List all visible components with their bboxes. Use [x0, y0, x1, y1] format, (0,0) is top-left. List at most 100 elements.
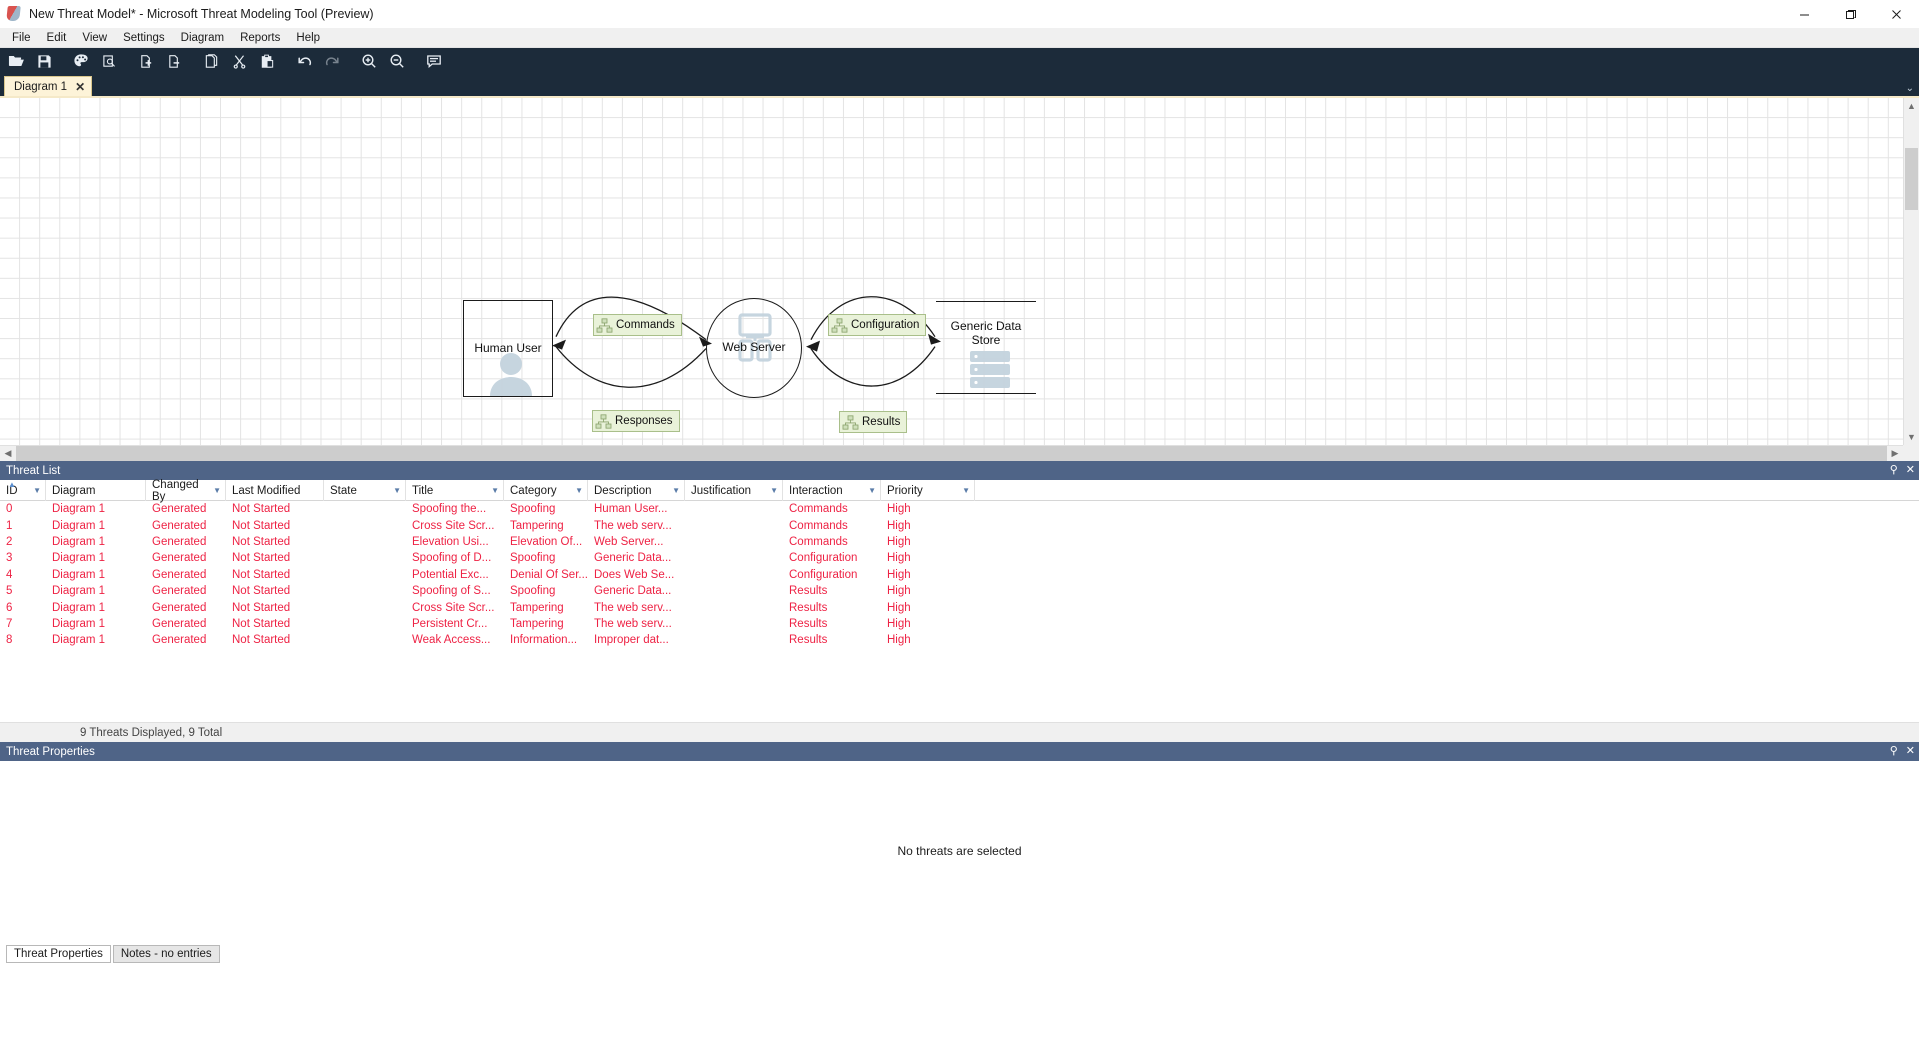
menu-settings[interactable]: Settings: [123, 31, 165, 44]
table-cell-title: Elevation Usi...: [412, 535, 489, 548]
menu-reports[interactable]: Reports: [240, 31, 281, 44]
threat-list-column-header-justification[interactable]: Justification▼: [685, 480, 783, 501]
menu-view[interactable]: View: [82, 31, 108, 44]
table-cell-last_modified: Not Started: [232, 568, 291, 581]
zoom-in-icon[interactable]: [355, 49, 383, 73]
filter-dropdown-icon[interactable]: ▼: [213, 486, 221, 495]
close-icon[interactable]: ✕: [1905, 745, 1915, 757]
save-icon[interactable]: [30, 49, 58, 73]
table-cell-id: 4: [6, 568, 13, 581]
close-button[interactable]: [1873, 0, 1919, 28]
threat-list-column-header-category[interactable]: Category▼: [504, 480, 588, 501]
diagram-node-web-server[interactable]: Web Server: [706, 298, 802, 398]
table-cell-last_modified: Not Started: [232, 535, 291, 548]
filter-dropdown-icon[interactable]: ▼: [33, 486, 41, 495]
zoom-out-icon[interactable]: [383, 49, 411, 73]
tab-label: Diagram 1: [14, 80, 68, 93]
analysis-view-icon[interactable]: [95, 49, 123, 73]
table-cell-last_modified: Not Started: [232, 634, 291, 647]
flow-label-results[interactable]: Results: [839, 411, 908, 433]
filter-dropdown-icon[interactable]: ▼: [393, 486, 401, 495]
add-diagram-icon[interactable]: [132, 49, 160, 73]
table-cell-priority: High: [887, 503, 911, 516]
threat-list-column-header-title[interactable]: Title▼: [406, 480, 504, 501]
diagram-node-generic-data-store[interactable]: Generic Data Store: [936, 301, 1036, 394]
toolbar-separator-5: [346, 49, 355, 73]
pin-icon[interactable]: ⚲: [1889, 745, 1898, 757]
table-cell-description: The web serv...: [594, 601, 672, 614]
threat-list-column-header-diagram[interactable]: Diagram: [46, 480, 146, 501]
column-header-label: Diagram: [52, 484, 96, 497]
column-header-label: Priority: [887, 484, 923, 497]
copy-icon[interactable]: [197, 49, 225, 73]
table-cell-title: Potential Exc...: [412, 568, 489, 581]
threat-list-column-header-id[interactable]: ▲ID▼: [0, 480, 46, 501]
threat-list-column-header-priority[interactable]: Priority ▼: [881, 480, 975, 501]
menu-file[interactable]: File: [12, 31, 31, 44]
redo-icon[interactable]: [318, 49, 346, 73]
threat-list-column-header-description[interactable]: Description▼: [588, 480, 685, 501]
undo-icon[interactable]: [290, 49, 318, 73]
table-cell-priority: High: [887, 568, 911, 581]
filter-dropdown-icon[interactable]: ▼: [575, 486, 583, 495]
tab-close-icon[interactable]: ✕: [75, 79, 86, 94]
menu-diagram[interactable]: Diagram: [180, 31, 225, 44]
threat-list-column-header-last_modified[interactable]: Last Modified: [226, 480, 324, 501]
remove-diagram-icon[interactable]: [160, 49, 188, 73]
close-icon[interactable]: ✕: [1905, 464, 1915, 476]
scroll-right-icon[interactable]: ▶: [1887, 446, 1903, 461]
diagram-node-human-user[interactable]: Human User: [463, 300, 553, 397]
filter-dropdown-icon[interactable]: ▼: [868, 486, 876, 495]
table-cell-id: 5: [6, 585, 13, 598]
open-icon[interactable]: [2, 49, 30, 73]
chevron-down-icon[interactable]: ⌄: [1905, 83, 1914, 94]
flow-label-text: Responses: [615, 415, 673, 427]
sort-ascending-icon: ▲: [8, 480, 16, 489]
filter-dropdown-icon[interactable]: ▼: [962, 486, 970, 495]
filter-dropdown-icon[interactable]: ▼: [491, 486, 499, 495]
menu-help[interactable]: Help: [296, 31, 321, 44]
flow-label-commands[interactable]: Commands: [593, 314, 682, 336]
flow-label-configuration[interactable]: Configuration: [828, 314, 927, 336]
filter-dropdown-icon[interactable]: ▼: [770, 486, 778, 495]
monitor-icon: [738, 313, 772, 362]
cut-icon[interactable]: [225, 49, 253, 73]
scroll-down-icon[interactable]: ▼: [1907, 432, 1916, 442]
table-cell-changed_by: Generated: [152, 519, 207, 532]
threat-list-column-header-interaction[interactable]: Interaction▼: [783, 480, 881, 501]
minimize-button[interactable]: [1781, 0, 1827, 28]
tab-threat-properties[interactable]: Threat Properties: [6, 945, 111, 963]
tab-diagram-1[interactable]: Diagram 1 ✕: [4, 76, 93, 96]
maximize-button[interactable]: [1827, 0, 1873, 28]
table-cell-diagram: Diagram 1: [52, 552, 106, 565]
tab-notes[interactable]: Notes - no entries: [112, 945, 220, 963]
canvas-vertical-scrollbar[interactable]: ▲ ▼: [1903, 98, 1919, 445]
table-cell-interaction: Commands: [789, 519, 848, 532]
notes-icon[interactable]: [420, 49, 448, 73]
menu-edit[interactable]: Edit: [46, 31, 67, 44]
threat-list-column-header-state[interactable]: State▼: [324, 480, 406, 501]
paste-icon[interactable]: [253, 49, 281, 73]
scroll-up-icon[interactable]: ▲: [1907, 101, 1916, 111]
vscroll-thumb[interactable]: [1905, 148, 1918, 210]
table-cell-changed_by: Generated: [152, 568, 207, 581]
canvas-horizontal-scrollbar[interactable]: ◀ ▶: [0, 445, 1903, 461]
diagram-canvas[interactable]: Human User Web Server Generic: [0, 96, 1919, 461]
palette-icon[interactable]: [67, 49, 95, 73]
flow-label-responses[interactable]: Responses: [592, 410, 680, 432]
scroll-left-icon[interactable]: ◀: [0, 446, 16, 461]
pin-icon[interactable]: ⚲: [1889, 464, 1898, 476]
toolbar-separator-3: [188, 49, 197, 73]
filter-dropdown-icon[interactable]: ▼: [672, 486, 680, 495]
threat-list-column-header-changed_by[interactable]: Changed By▼: [146, 479, 226, 503]
